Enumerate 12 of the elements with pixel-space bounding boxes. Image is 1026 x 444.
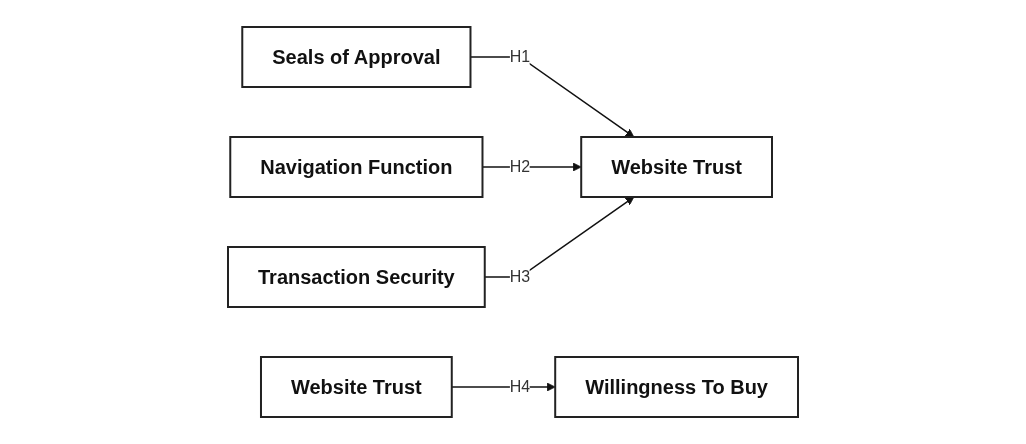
node-box: Website Trust (580, 136, 773, 198)
edge-label: H3 (509, 268, 531, 285)
node-box: Willingness To Buy (554, 356, 799, 418)
edge-label: H4 (509, 378, 531, 395)
arrow (451, 382, 556, 392)
node-box: Transaction Security (227, 246, 486, 308)
edge-label: H2 (509, 158, 531, 175)
arrow (484, 196, 635, 278)
node-box: Seals of Approval (241, 26, 472, 88)
edge-label: H1 (509, 48, 531, 65)
node-box: Navigation Function (229, 136, 484, 198)
node-box: Website Trust (260, 356, 453, 418)
